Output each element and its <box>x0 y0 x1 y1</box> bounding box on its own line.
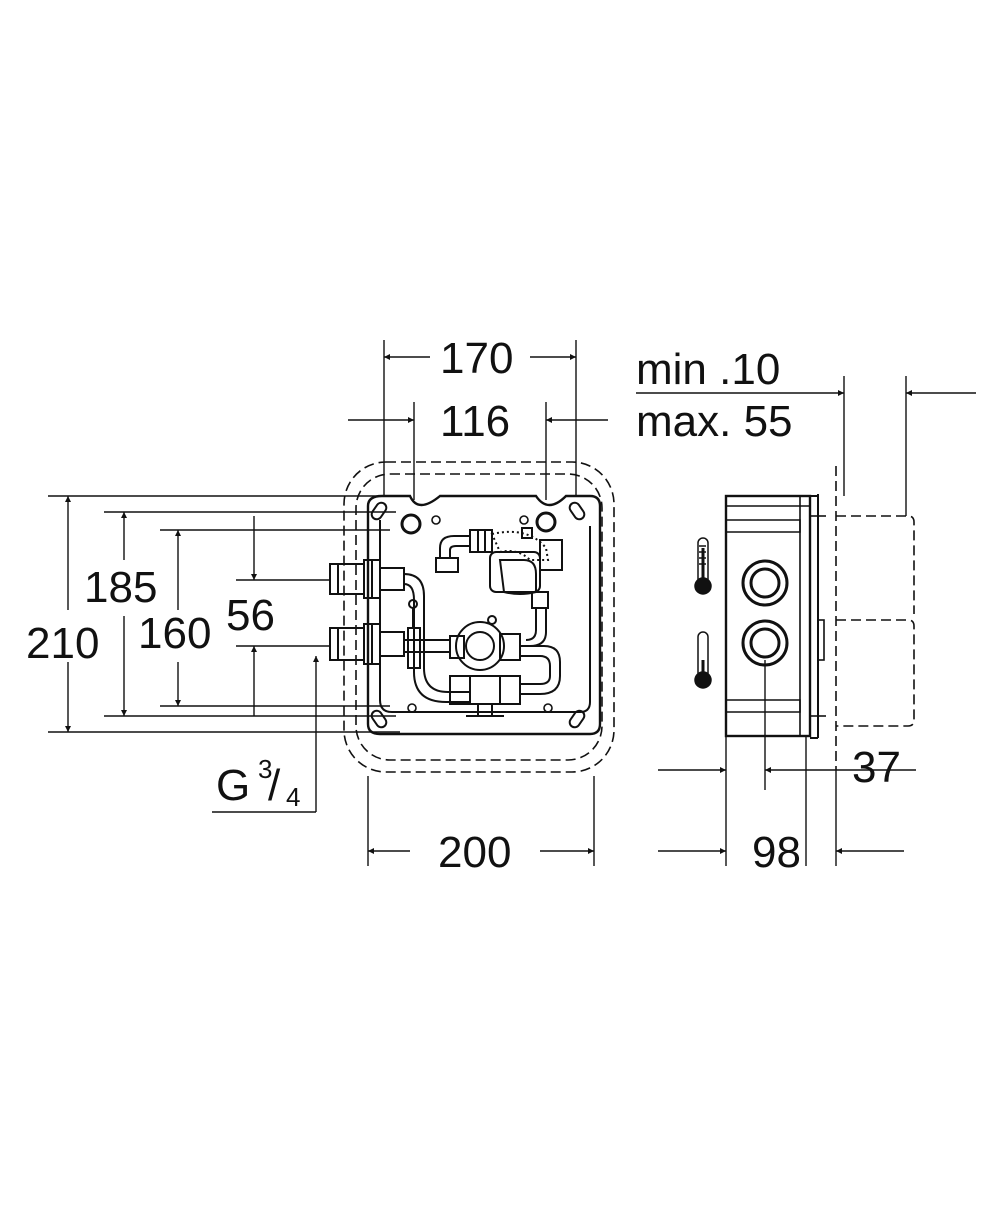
dim-185: 185 <box>84 563 157 612</box>
dim-98: 98 <box>752 828 801 877</box>
mounting-slot <box>568 709 586 729</box>
side-view <box>724 466 915 770</box>
dim-116: 116 <box>440 397 510 446</box>
box-body <box>724 494 812 738</box>
plate-inner-contour <box>379 520 591 713</box>
inlet-upper <box>329 559 405 599</box>
corner-clip <box>535 511 557 533</box>
thread-slash: / <box>268 761 281 810</box>
inlet-lower <box>329 623 405 665</box>
mounting-slot <box>370 501 388 521</box>
dim-210: 210 <box>26 619 99 668</box>
thermostat-cartridge <box>435 527 563 647</box>
dim-37: 37 <box>852 743 901 792</box>
valve-body <box>455 621 505 671</box>
internal-piping <box>403 573 561 717</box>
mounting-slot <box>568 501 586 521</box>
thread-label: G <box>216 761 250 810</box>
port-ring-upper <box>741 559 789 607</box>
corner-clip <box>400 513 422 535</box>
thermometer-cold-icon <box>694 631 712 689</box>
dim-170: 170 <box>440 334 513 383</box>
thread-denominator: 4 <box>286 782 300 812</box>
mounting-plate <box>366 494 602 736</box>
dim-56: 56 <box>226 591 275 640</box>
dim-160: 160 <box>138 609 211 658</box>
dim-200: 200 <box>438 828 511 877</box>
lower-fitting <box>449 675 521 705</box>
thermometer-hot-icon <box>694 537 712 595</box>
trim-dashed-outline <box>835 466 915 770</box>
dim-max: max. 55 <box>636 397 793 446</box>
dim-min: min .10 <box>636 345 780 394</box>
front-view <box>329 461 615 773</box>
outline-dashed-inner <box>355 473 603 761</box>
outline-dashed-outer <box>343 461 615 773</box>
thread-numerator: 3 <box>258 754 272 784</box>
